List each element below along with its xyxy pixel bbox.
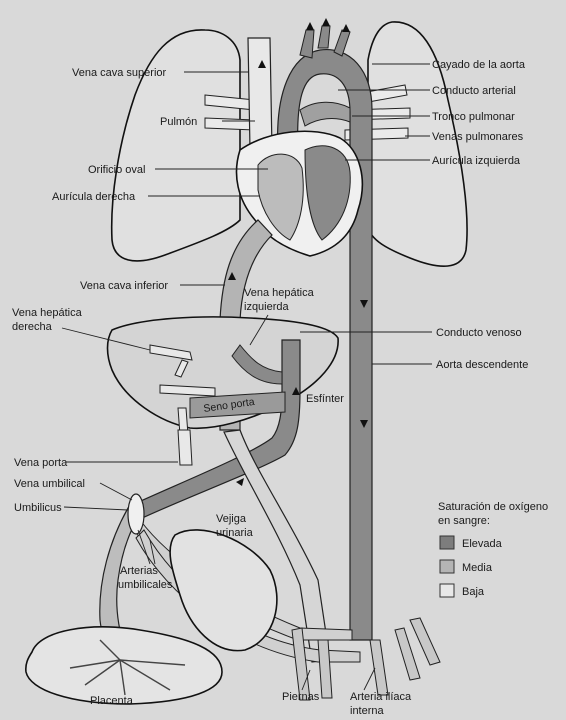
- label-placenta: Placenta: [90, 695, 134, 707]
- legend-label-low: Baja: [462, 586, 485, 598]
- label-cayado-aorta: Cayado de la aorta: [432, 59, 526, 71]
- label-piernas: Piernas: [282, 691, 320, 703]
- label-esfinter: Esfínter: [306, 393, 344, 405]
- label-vejiga-2: urinaria: [216, 527, 254, 539]
- legend-label-medium: Media: [462, 562, 493, 574]
- placenta: [26, 627, 222, 704]
- label-pulmon: Pulmón: [160, 116, 197, 128]
- label-vena-hepatica-derecha-2: derecha: [12, 321, 53, 333]
- ductus-arteriosus: [300, 102, 350, 126]
- label-orificio-oval: Orificio oval: [88, 164, 145, 176]
- label-arterias-umbilicales-1: Arterias: [120, 565, 158, 577]
- right-lung: [112, 30, 240, 261]
- superior-vena-cava: [248, 38, 272, 150]
- label-umbilicus: Umbilicus: [14, 502, 62, 514]
- label-aorta-descendente: Aorta descendente: [436, 359, 528, 371]
- label-vena-hepatica-izquierda-1: Vena hepática: [244, 287, 315, 299]
- label-arteria-iliaca-1: Arteria ilíaca: [350, 691, 412, 703]
- legend-swatch-low: [440, 584, 454, 597]
- label-arteria-iliaca-2: interna: [350, 705, 385, 717]
- label-vena-hepatica-izquierda-2: izquierda: [244, 301, 290, 313]
- bladder: [170, 530, 277, 651]
- label-conducto-venoso: Conducto venoso: [436, 327, 522, 339]
- label-vena-cava-inferior: Vena cava inferior: [80, 280, 168, 292]
- legend-label-high: Elevada: [462, 538, 503, 550]
- umbilicus-ring: [128, 494, 144, 534]
- legend-title-1: Saturación de oxígeno: [438, 501, 548, 513]
- label-vena-hepatica-derecha-1: Vena hepática: [12, 307, 83, 319]
- portal-vein: [178, 430, 192, 465]
- label-venas-pulmonares: Venas pulmonares: [432, 131, 524, 143]
- label-vena-umbilical: Vena umbilical: [14, 478, 85, 490]
- legend: Saturación de oxígeno en sangre: Elevada…: [438, 501, 548, 598]
- legend-swatch-high: [440, 536, 454, 549]
- label-vena-cava-superior: Vena cava superior: [72, 67, 167, 79]
- label-tronco-pulmonar: Tronco pulmonar: [432, 111, 515, 123]
- label-arterias-umbilicales-2: umbilicales: [118, 579, 173, 591]
- label-auricula-derecha: Aurícula derecha: [52, 191, 136, 203]
- label-conducto-arterial: Conducto arterial: [432, 85, 516, 97]
- legend-title-2: en sangre:: [438, 515, 490, 527]
- legend-swatch-medium: [440, 560, 454, 573]
- label-vena-porta: Vena porta: [14, 457, 68, 469]
- label-auricula-izquierda: Aurícula izquierda: [432, 155, 521, 167]
- label-vejiga-1: Vejiga: [216, 513, 247, 525]
